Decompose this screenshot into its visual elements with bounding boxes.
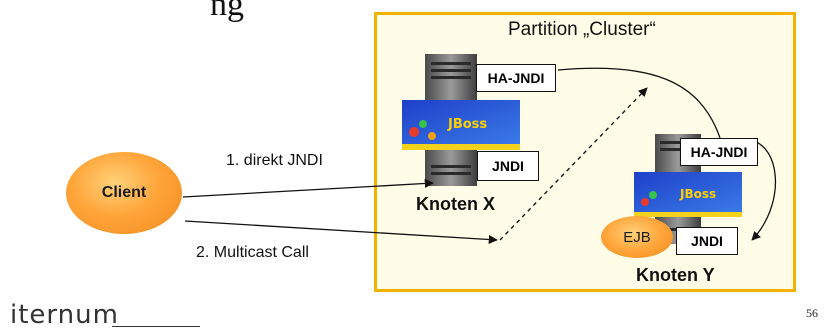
- edge-label-multicast: 2. Multicast Call: [196, 244, 309, 261]
- node-y-caption: Knoten Y: [636, 265, 715, 285]
- svg-text:JBoss: JBoss: [679, 187, 716, 201]
- node-x-jndi-label: JNDI: [477, 151, 539, 181]
- svg-text:JBoss: JBoss: [447, 117, 487, 132]
- iternum-logo: iternum: [10, 300, 119, 330]
- client-node: Client: [66, 152, 182, 234]
- node-y-jndi-label: JNDI: [676, 227, 738, 255]
- ejb-node: EJB: [601, 216, 673, 258]
- server-x-icon: JBoss: [402, 54, 520, 186]
- node-x-ha-jndi-label: HA-JNDI: [476, 64, 556, 92]
- direct-jndi-arrow: [182, 178, 434, 198]
- ha-jndi-link-curve: [557, 67, 721, 139]
- node-y-ha-jndi-label: HA-JNDI: [680, 138, 758, 166]
- edge-label-direct: 1. direkt JNDI: [226, 152, 323, 169]
- page-number: 56: [806, 306, 818, 320]
- partition-label: Partition „Cluster“: [508, 19, 656, 40]
- multicast-dashed-arrow: [499, 87, 648, 241]
- multicast-arrow: [184, 220, 498, 245]
- logo-underline: [112, 326, 200, 327]
- slide-title-fragment: ng: [210, 0, 244, 23]
- node-x-caption: Knoten X: [416, 194, 495, 214]
